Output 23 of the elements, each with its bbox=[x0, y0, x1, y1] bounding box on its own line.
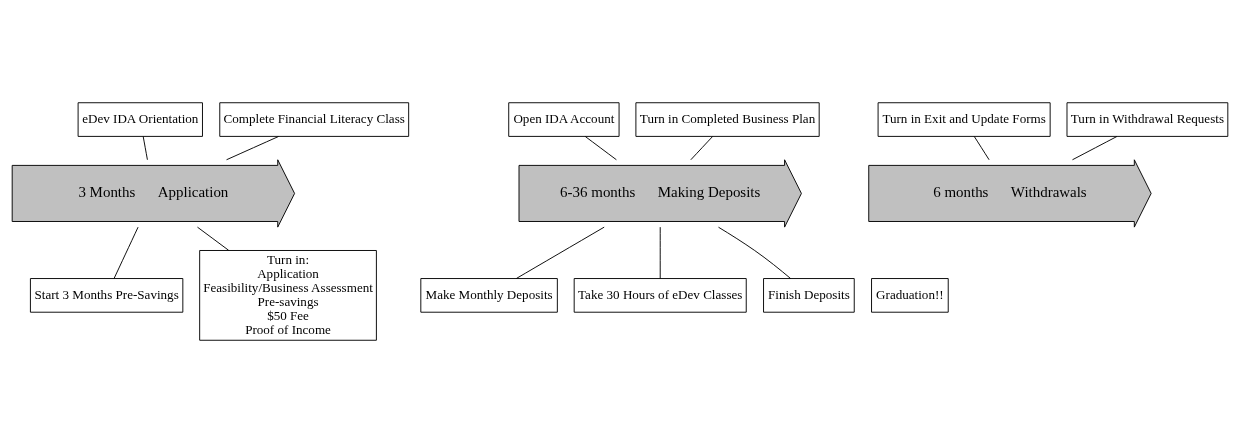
connector bbox=[659, 226, 661, 279]
node-box: Turn in Withdrawal Requests bbox=[1066, 102, 1229, 137]
node-box: Graduation!! bbox=[871, 278, 949, 313]
connector bbox=[1072, 136, 1118, 161]
connector bbox=[973, 136, 990, 161]
node-box: Turn in Exit and Update Forms bbox=[877, 102, 1051, 137]
node-box: eDev IDA Orientation bbox=[77, 102, 203, 137]
node-box: Complete Financial Literacy Class bbox=[219, 102, 410, 137]
node-box: Turn in Completed Business Plan bbox=[635, 102, 820, 137]
connector bbox=[690, 136, 714, 161]
node-box: Make Monthly Deposits bbox=[420, 278, 558, 313]
connector bbox=[584, 136, 617, 161]
node-box: Finish Deposits bbox=[763, 278, 855, 313]
connector bbox=[515, 226, 605, 279]
node-box: Open IDA Account bbox=[508, 102, 620, 137]
node-box: Take 30 Hours of eDev Classes bbox=[573, 278, 747, 313]
node-box: Turn in: Application Feasibility/Business Assessment Pre-savings $50 Fee Proof of Income bbox=[199, 250, 377, 341]
connector bbox=[113, 226, 139, 279]
node-box: Start 3 Months Pre-Savings bbox=[29, 278, 184, 313]
connector bbox=[226, 136, 279, 161]
connector bbox=[142, 136, 148, 161]
connector bbox=[718, 226, 792, 279]
connector bbox=[197, 226, 230, 251]
